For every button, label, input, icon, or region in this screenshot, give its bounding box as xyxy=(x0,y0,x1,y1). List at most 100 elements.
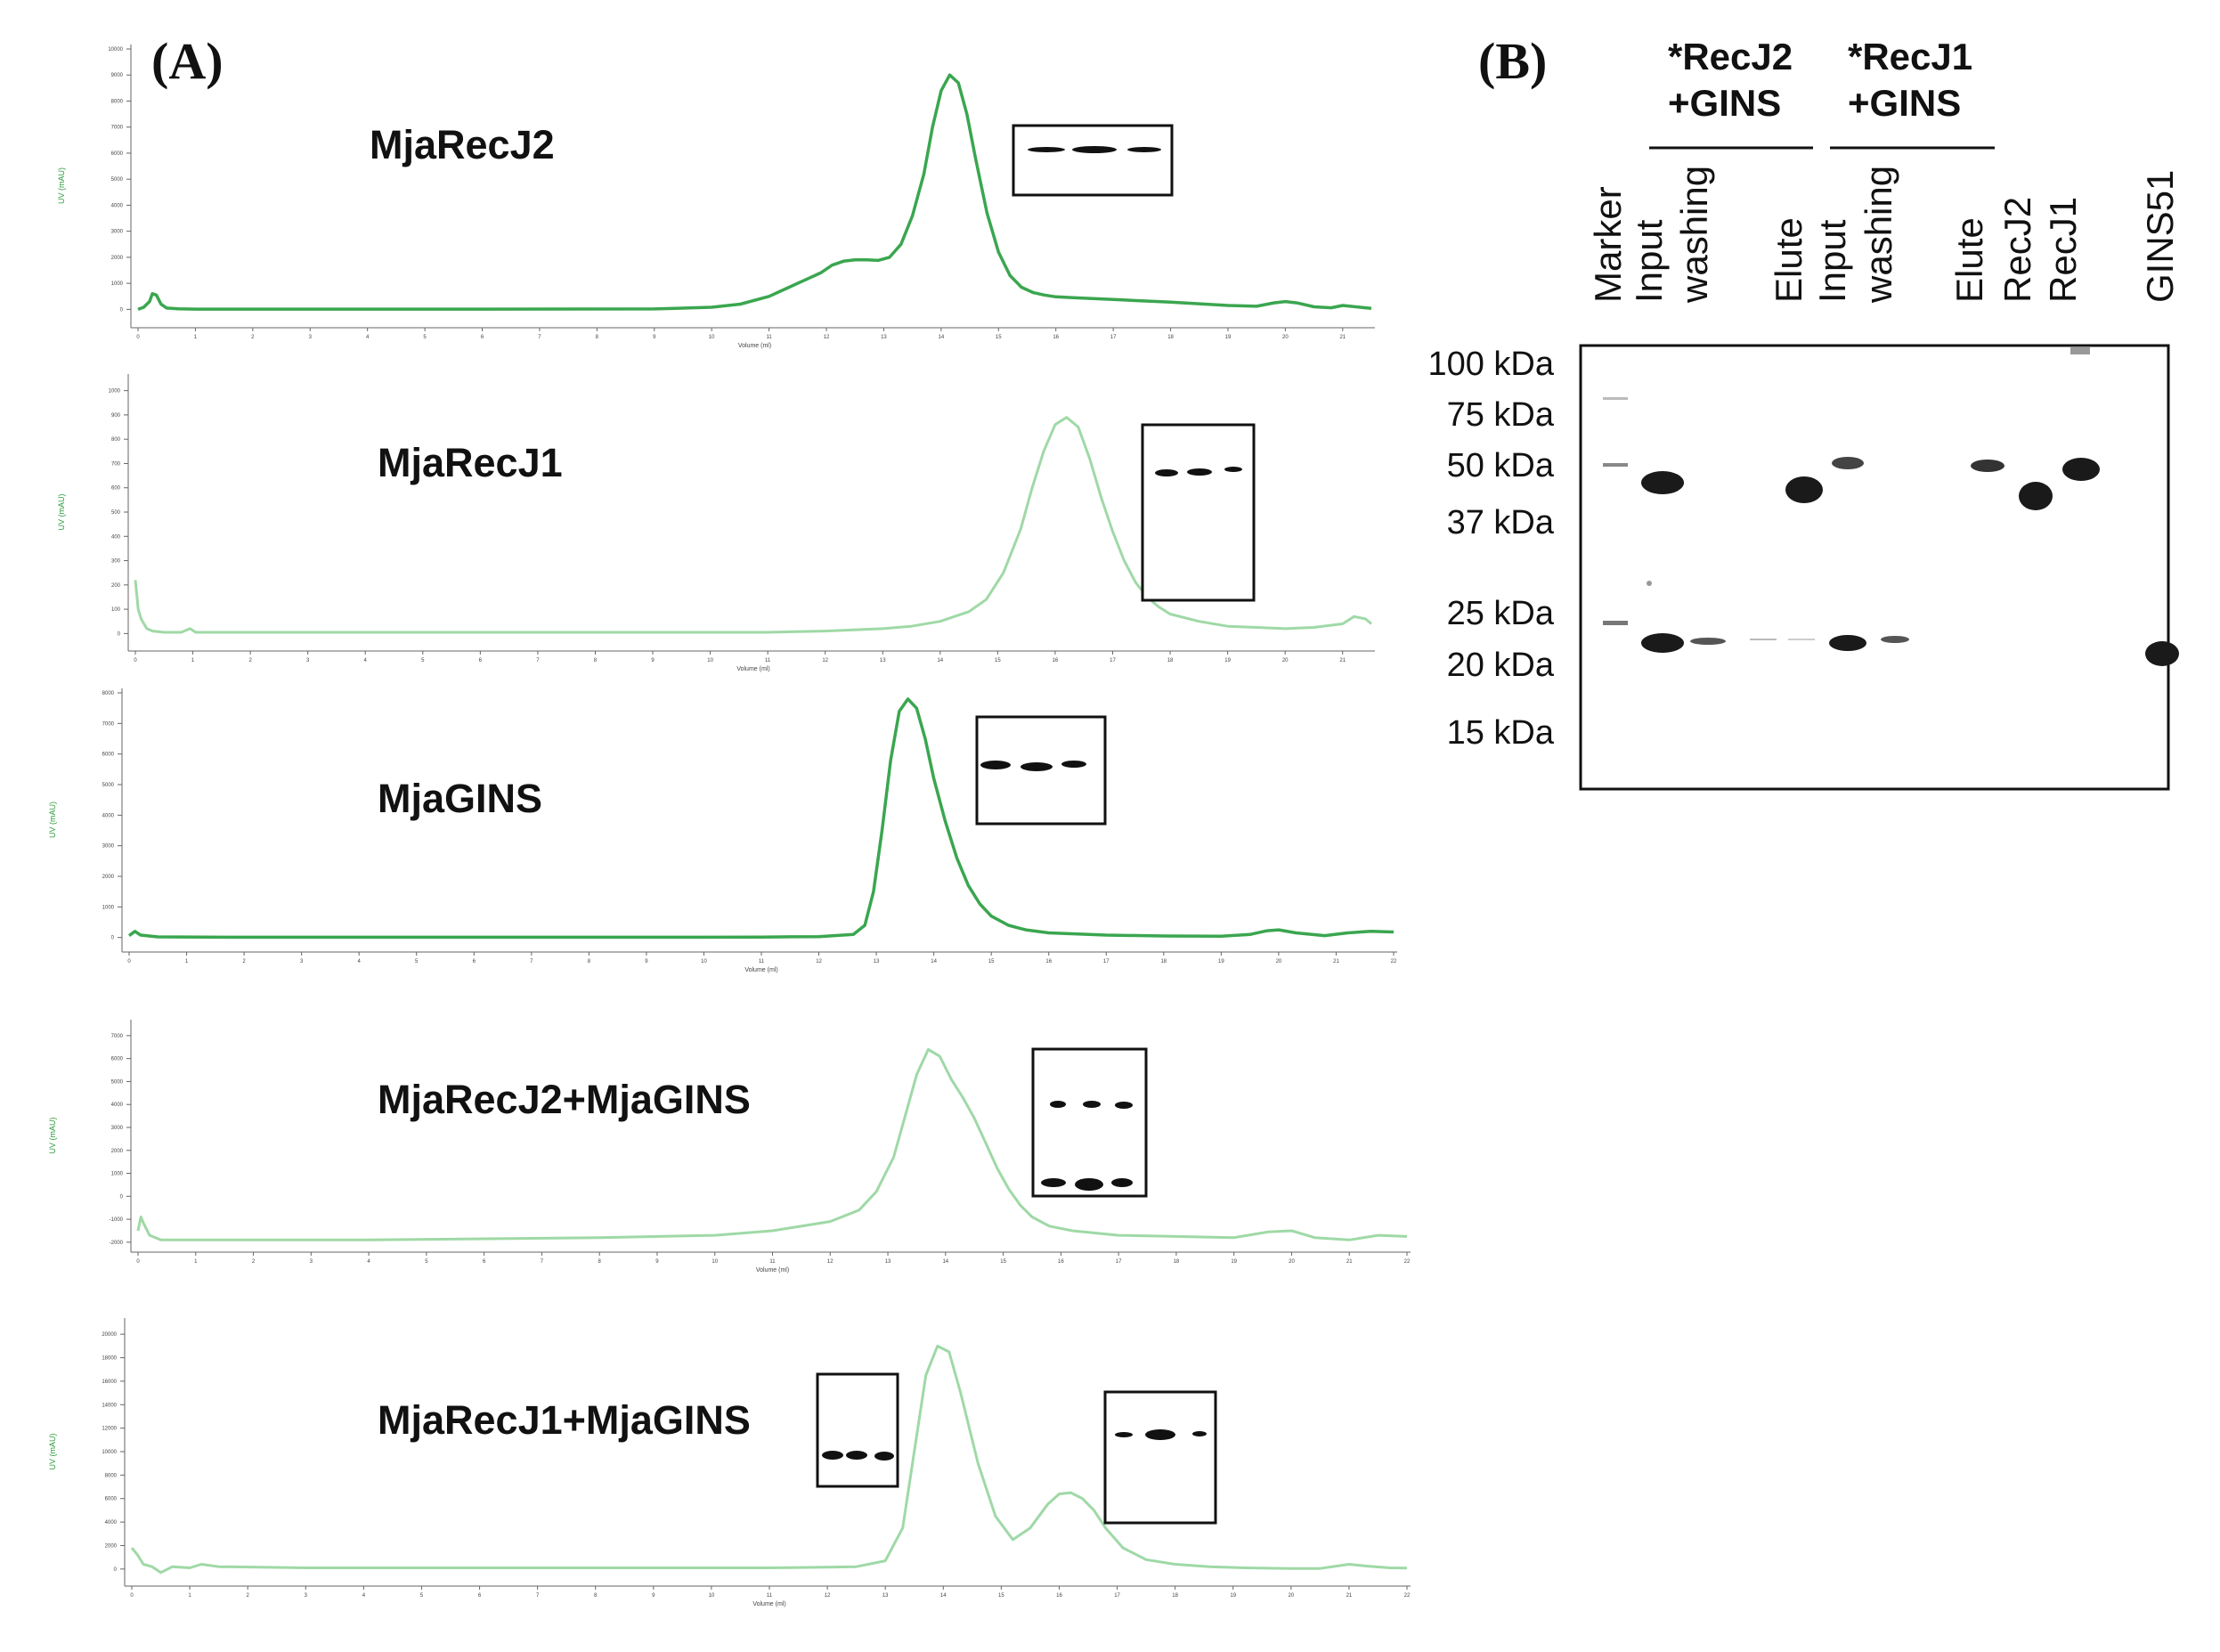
y-tick-label: 2000 xyxy=(111,1149,124,1154)
y-axis-label: UV (mAU) xyxy=(48,1434,57,1470)
x-tick-label: 19 xyxy=(1224,658,1231,663)
y-tick-label: 0 xyxy=(111,936,115,941)
y-tick-label: 4000 xyxy=(105,1520,118,1526)
x-tick-label: 6 xyxy=(481,335,484,340)
x-tick-label: 10 xyxy=(709,1593,715,1599)
x-tick-label: 7 xyxy=(530,959,533,964)
x-tick-label: 10 xyxy=(701,959,707,964)
uv-trace xyxy=(134,416,1372,634)
x-tick-label: 9 xyxy=(645,959,648,964)
lane-label: RecJ2 xyxy=(1996,197,2038,303)
x-tick-label: 11 xyxy=(769,1259,776,1265)
x-tick-label: 19 xyxy=(1231,1259,1237,1265)
y-tick-label: 300 xyxy=(111,559,121,565)
x-tick-label: 7 xyxy=(541,1259,544,1265)
x-tick-label: 18 xyxy=(1167,335,1174,340)
x-tick-label: 22 xyxy=(1404,1593,1411,1599)
y-tick-label: 18000 xyxy=(102,1356,117,1362)
x-tick-label: 16 xyxy=(1053,335,1059,340)
marker-size-label: 50 kDa xyxy=(1447,447,1555,484)
x-tick-label: 0 xyxy=(136,1259,140,1265)
x-axis-label: Volume (ml) xyxy=(744,967,777,973)
x-tick-label: 3 xyxy=(300,959,304,964)
x-tick-label: 3 xyxy=(305,1593,308,1599)
y-tick-label: 8000 xyxy=(111,99,124,104)
y-tick-label: 3000 xyxy=(102,844,115,850)
gel-inset xyxy=(816,1372,899,1488)
x-tick-label: 22 xyxy=(1404,1259,1411,1265)
y-tick-label: 1000 xyxy=(109,389,121,395)
x-tick-label: 10 xyxy=(709,335,715,340)
x-tick-label: 11 xyxy=(759,959,765,964)
lane-label: Input xyxy=(1628,219,1670,303)
y-tick-label: 7000 xyxy=(111,1034,124,1039)
gel-inset xyxy=(1031,1047,1148,1198)
x-tick-label: 10 xyxy=(707,658,713,663)
chromatogram-title: MjaRecJ2+MjaGINS xyxy=(378,1077,751,1122)
y-tick-label: 20000 xyxy=(102,1332,117,1338)
chromatogram-title: MjaRecJ2 xyxy=(370,122,555,167)
lane-label: Elute xyxy=(1948,217,1990,303)
y-tick-label: 0 xyxy=(114,1567,118,1573)
x-tick-label: 19 xyxy=(1225,335,1232,340)
y-axis-label: UV (mAU) xyxy=(48,802,57,838)
x-tick-label: 11 xyxy=(765,658,771,663)
chromatogram-1: 0100020003000400050006000700080009000100… xyxy=(57,45,1375,349)
y-tick-label: 900 xyxy=(111,413,121,419)
x-tick-label: 20 xyxy=(1282,658,1289,663)
y-tick-label: 2000 xyxy=(102,875,115,880)
y-tick-label: 2000 xyxy=(105,1543,118,1549)
panel-b-label: (B) xyxy=(1478,32,1547,90)
x-tick-label: 8 xyxy=(594,1593,598,1599)
y-tick-label: 200 xyxy=(111,583,121,589)
x-tick-label: 9 xyxy=(651,658,655,663)
x-tick-label: 14 xyxy=(942,1259,948,1265)
x-tick-label: 21 xyxy=(1333,959,1339,964)
x-tick-label: 20 xyxy=(1289,1259,1295,1265)
y-tick-label: 6000 xyxy=(111,151,124,157)
x-tick-label: 5 xyxy=(415,959,419,964)
x-tick-label: 20 xyxy=(1288,1593,1294,1599)
x-tick-label: 11 xyxy=(767,1593,773,1599)
x-tick-label: 14 xyxy=(931,959,937,964)
x-tick-label: 0 xyxy=(136,335,140,340)
x-tick-label: 5 xyxy=(420,1593,424,1599)
x-tick-label: 13 xyxy=(881,335,887,340)
x-tick-label: 19 xyxy=(1230,1593,1236,1599)
x-tick-label: 17 xyxy=(1110,335,1117,340)
x-tick-label: 7 xyxy=(536,1593,540,1599)
x-tick-label: 15 xyxy=(1000,1259,1006,1265)
chromatogram-5: 0200040006000800010000120001400016000180… xyxy=(48,1318,1411,1607)
x-tick-label: 2 xyxy=(252,1259,256,1265)
marker-size-label: 100 kDa xyxy=(1427,346,1554,383)
x-tick-label: 1 xyxy=(185,959,189,964)
gel-inset xyxy=(1141,423,1256,602)
x-tick-label: 1 xyxy=(188,1593,191,1599)
x-tick-label: 12 xyxy=(827,1259,834,1265)
uv-trace xyxy=(127,697,1395,940)
y-tick-label: 8000 xyxy=(102,691,115,696)
x-tick-label: 16 xyxy=(1045,959,1052,964)
x-axis-label: Volume (ml) xyxy=(756,1267,789,1274)
y-tick-label: 4000 xyxy=(111,1103,124,1108)
x-axis-label: Volume (ml) xyxy=(736,666,769,672)
x-tick-label: 17 xyxy=(1103,959,1110,964)
x-tick-label: 5 xyxy=(425,1259,428,1265)
gel-inset xyxy=(975,715,1107,826)
x-tick-label: 4 xyxy=(366,335,370,340)
x-tick-label: 3 xyxy=(306,658,310,663)
x-tick-label: 13 xyxy=(882,1593,889,1599)
x-tick-label: 18 xyxy=(1174,1259,1180,1265)
y-axis-label: UV (mAU) xyxy=(48,1118,57,1154)
y-tick-label: 12000 xyxy=(102,1427,117,1432)
x-tick-label: 13 xyxy=(874,959,880,964)
y-tick-label: 16000 xyxy=(102,1379,117,1385)
x-tick-label: 8 xyxy=(588,959,591,964)
y-axis-label: UV (mAU) xyxy=(57,167,66,204)
x-tick-label: 13 xyxy=(880,658,886,663)
x-tick-label: 13 xyxy=(885,1259,891,1265)
x-tick-label: 15 xyxy=(996,335,1002,340)
